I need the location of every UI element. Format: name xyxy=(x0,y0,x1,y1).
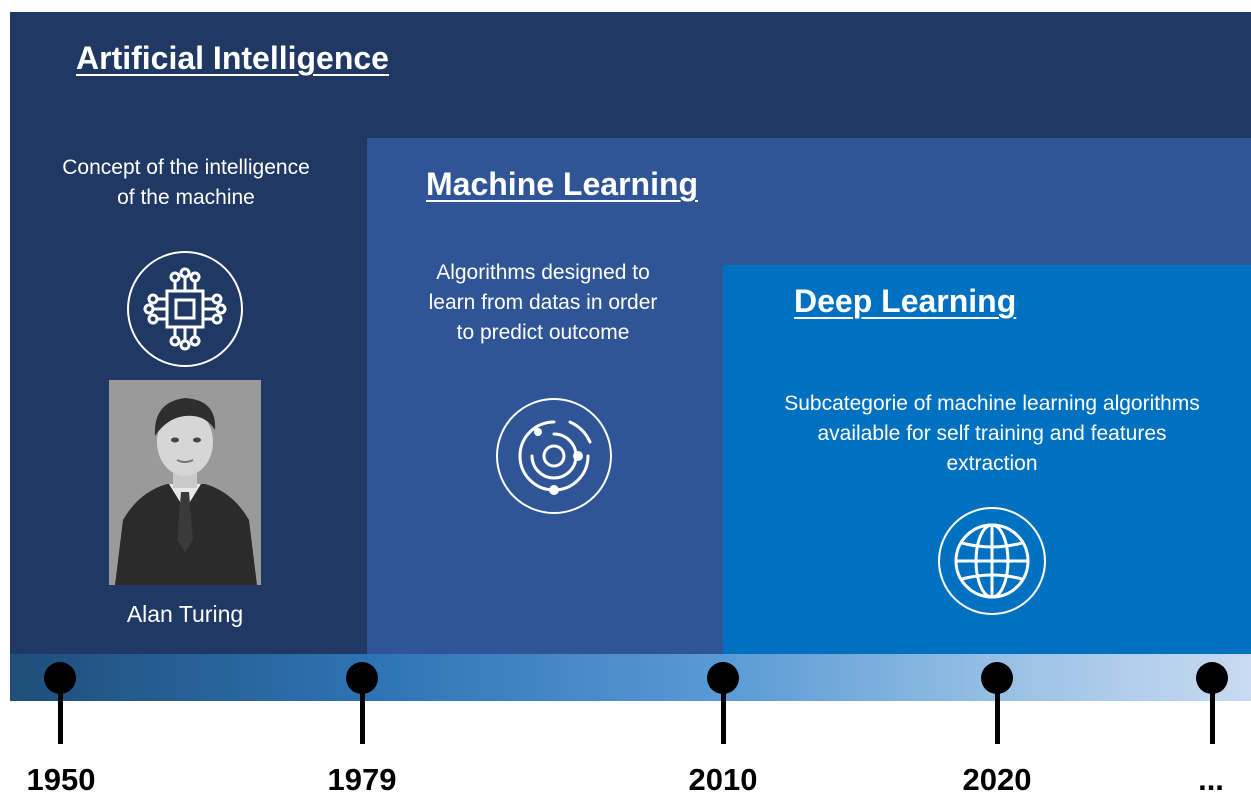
timeline-marker xyxy=(346,662,378,744)
timeline-marker xyxy=(981,662,1013,744)
ai-title: Artificial Intelligence xyxy=(76,40,389,76)
ml-title: Machine Learning xyxy=(426,166,699,202)
ai-description-line: of the machine xyxy=(117,186,255,209)
ml-description-line: learn from datas in order xyxy=(428,291,658,314)
ml-description-line: to predict outcome xyxy=(456,321,630,344)
timeline-marker xyxy=(1196,662,1228,744)
ml-description-line: Algorithms designed to xyxy=(436,261,650,284)
alan-turing-portrait xyxy=(109,380,261,585)
timeline-marker xyxy=(44,662,76,744)
year-label: 2020 xyxy=(962,762,1032,797)
chip-icon xyxy=(127,251,243,367)
year-label: ... xyxy=(1198,762,1224,797)
ai-description: Concept of the intelligence of the machi… xyxy=(36,153,336,213)
dl-title: Deep Learning xyxy=(794,283,1017,319)
dl-description-line: available for self training and features xyxy=(817,422,1167,445)
orbit-icon xyxy=(496,398,612,514)
year-label: 1950 xyxy=(26,762,96,797)
timeline-bar xyxy=(10,654,1251,701)
timeline-marker xyxy=(707,662,739,744)
dl-description-line: Subcategorie of machine learning algorit… xyxy=(784,392,1200,415)
year-label: 1979 xyxy=(327,762,397,797)
person-caption: Alan Turing xyxy=(126,601,244,627)
dl-description-line: extraction xyxy=(946,452,1038,475)
globe-icon xyxy=(938,507,1046,615)
year-label: 2010 xyxy=(688,762,758,797)
ai-description-line: Concept of the intelligence xyxy=(62,156,310,179)
ml-description: Algorithms designed to learn from datas … xyxy=(393,258,693,348)
dl-description: Subcategorie of machine learning algorit… xyxy=(742,389,1242,479)
